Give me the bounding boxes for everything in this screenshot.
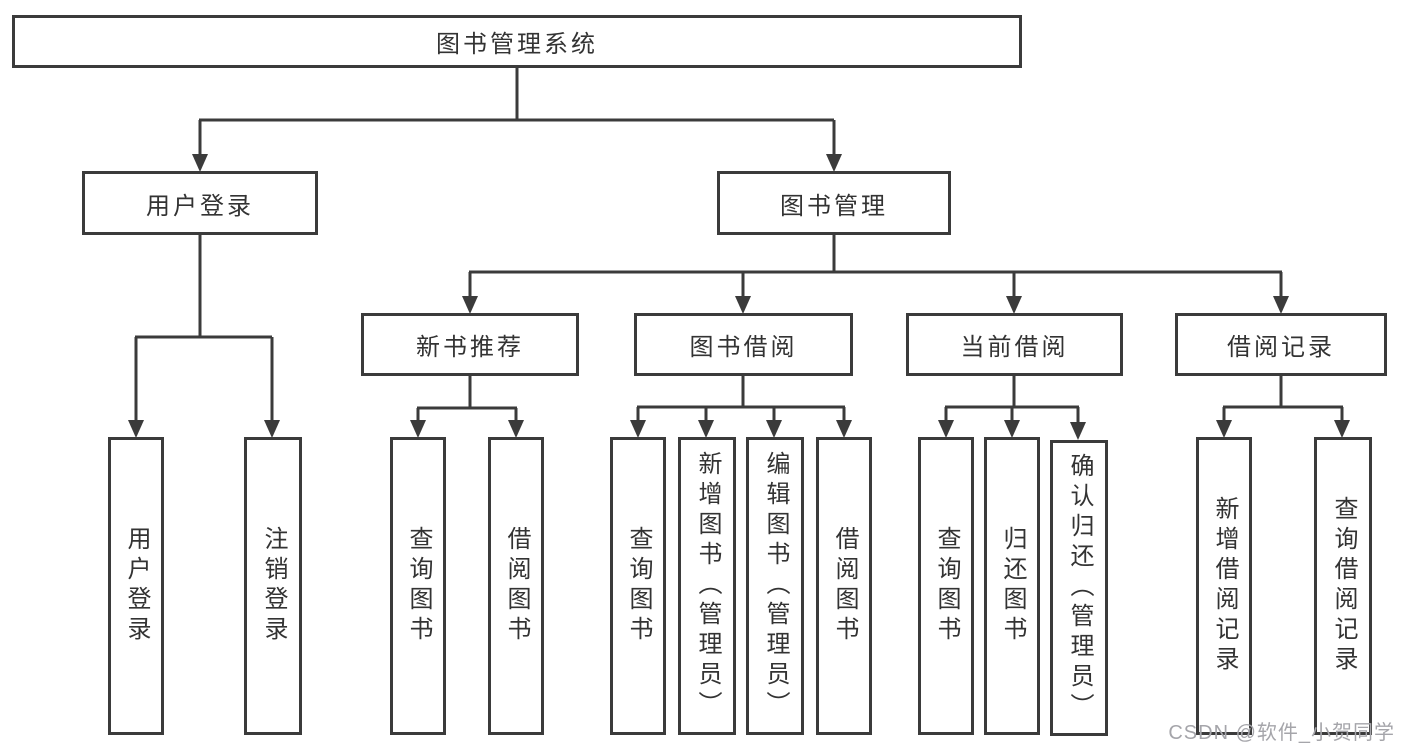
leaf-current-return-books: 归还图书 — [984, 437, 1040, 735]
leaf-records-add-record: 新增借阅记录 — [1196, 437, 1252, 735]
leaf-records-query-record: 查询借阅记录 — [1314, 437, 1372, 735]
leaf-newrec-borrow-books-label: 借阅图书 — [503, 526, 530, 646]
leaf-newrec-query-books-label: 查询图书 — [405, 526, 432, 646]
node-new-book-recommend-label: 新书推荐 — [416, 334, 524, 361]
node-book-management-label: 图书管理 — [780, 192, 888, 220]
leaf-current-confirm-return-admin-label: 确认归还（管理员） — [1066, 453, 1093, 723]
leaf-borrow-borrow-books-label: 借阅图书 — [831, 526, 858, 646]
node-root-label: 图书管理系统 — [436, 31, 598, 58]
node-new-book-recommend: 新书推荐 — [361, 313, 579, 376]
leaf-newrec-borrow-books: 借阅图书 — [488, 437, 544, 735]
leaf-borrow-edit-books-admin: 编辑图书（管理员） — [746, 437, 804, 735]
leaf-borrow-query-books-label: 查询图书 — [625, 526, 652, 646]
leaf-borrow-borrow-books: 借阅图书 — [816, 437, 872, 735]
leaf-borrow-edit-books-admin-label: 编辑图书（管理员） — [762, 451, 789, 721]
node-book-borrow: 图书借阅 — [634, 313, 853, 376]
leaf-newrec-query-books: 查询图书 — [390, 437, 446, 735]
leaf-current-query-books: 查询图书 — [918, 437, 974, 735]
node-root: 图书管理系统 — [12, 15, 1022, 68]
node-book-borrow-label: 图书借阅 — [689, 334, 798, 361]
leaf-current-query-books-label: 查询图书 — [933, 526, 960, 646]
leaf-borrow-query-books: 查询图书 — [610, 437, 666, 735]
node-user-login: 用户登录 — [82, 171, 318, 235]
node-borrow-records: 借阅记录 — [1175, 313, 1387, 376]
arrowheads — [128, 154, 1350, 440]
node-current-borrow: 当前借阅 — [906, 313, 1123, 376]
leaf-borrow-add-books-admin-label: 新增图书（管理员） — [694, 451, 721, 721]
leaf-logout: 注销登录 — [244, 437, 302, 735]
node-borrow-records-label: 借阅记录 — [1227, 334, 1335, 361]
leaf-user-login-label: 用户登录 — [123, 526, 150, 646]
leaf-user-login: 用户登录 — [108, 437, 164, 735]
leaf-current-return-books-label: 归还图书 — [999, 526, 1026, 646]
node-book-management: 图书管理 — [717, 171, 951, 235]
leaf-current-confirm-return-admin: 确认归还（管理员） — [1050, 440, 1108, 736]
leaf-logout-label: 注销登录 — [260, 526, 287, 646]
watermark: CSDN @软件_小贺同学 — [1168, 722, 1395, 744]
leaf-borrow-add-books-admin: 新增图书（管理员） — [678, 437, 736, 735]
node-current-borrow-label: 当前借阅 — [960, 334, 1069, 361]
leaf-records-add-record-label: 新增借阅记录 — [1211, 496, 1238, 676]
node-user-login-label: 用户登录 — [146, 192, 254, 220]
leaf-records-query-record-label: 查询借阅记录 — [1330, 496, 1357, 676]
